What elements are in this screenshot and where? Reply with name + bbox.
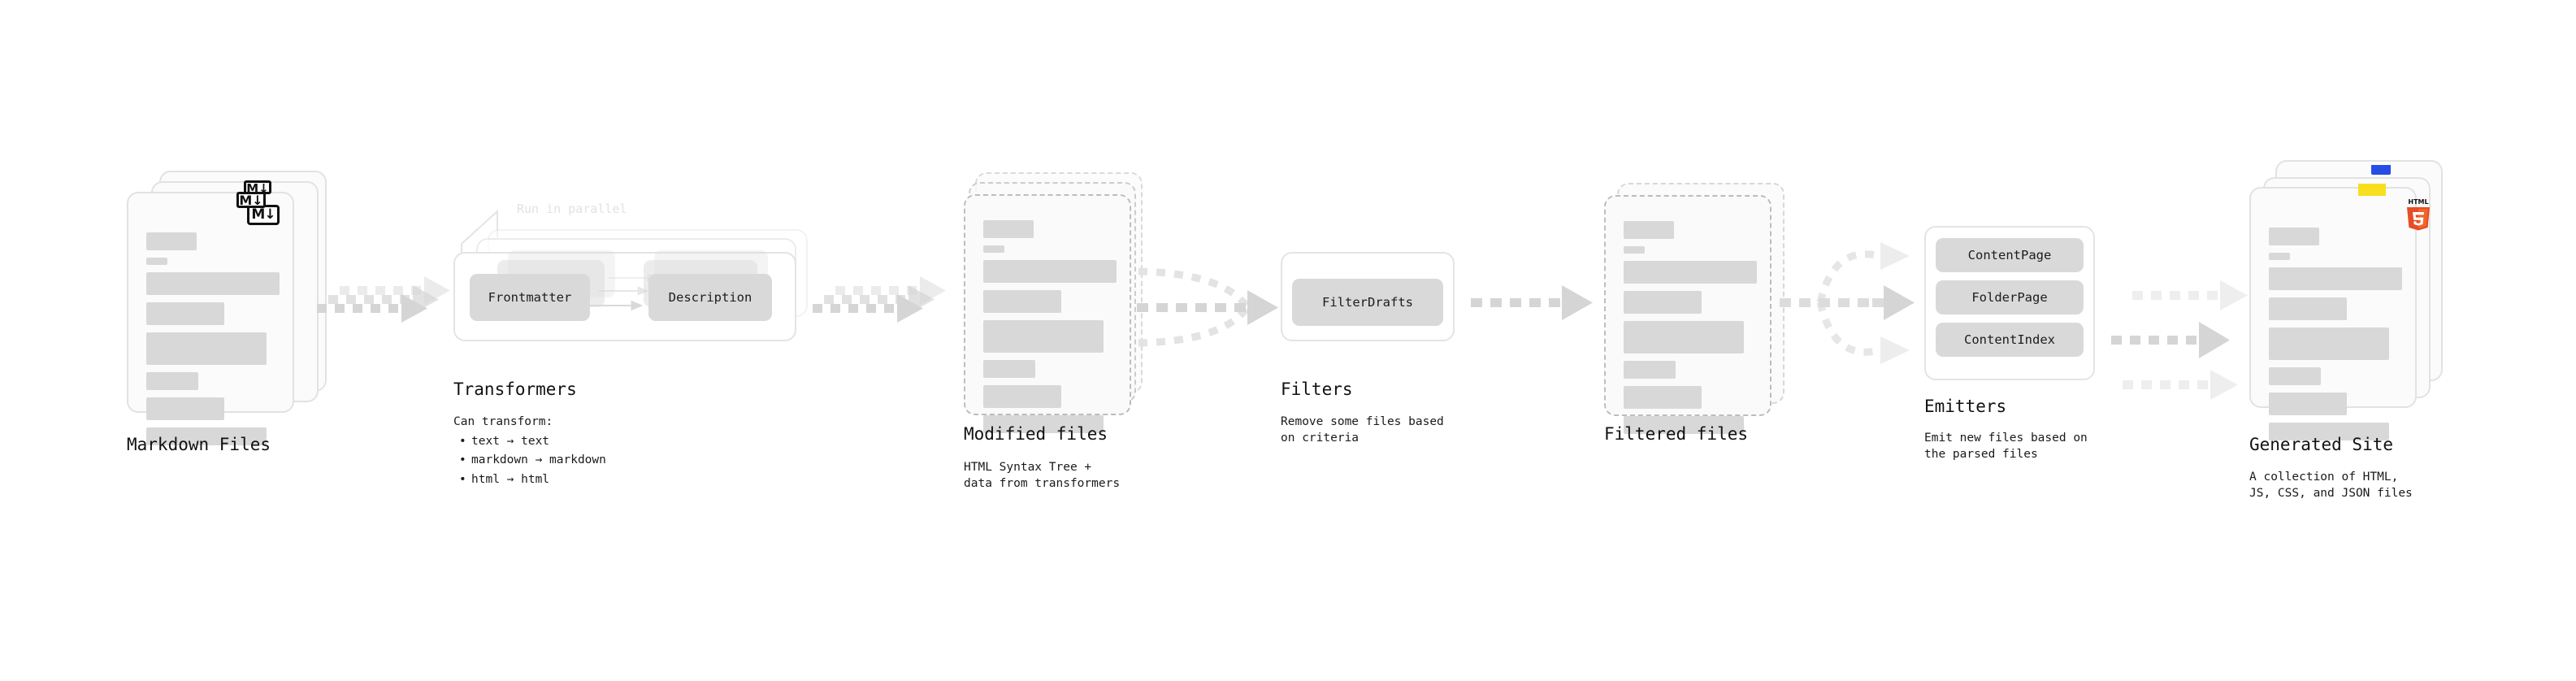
emitters-chip-contentpage-label: ContentPage xyxy=(1967,248,2052,262)
file-line xyxy=(983,385,1061,408)
stage-label-markdown-files: Markdown Files xyxy=(127,435,271,454)
file-line xyxy=(1624,361,1676,379)
connector-filters-to-filtered xyxy=(1471,285,1593,320)
svg-text:HTML: HTML xyxy=(2408,198,2428,206)
site-file-card-front: HTML xyxy=(2249,187,2430,440)
file-line xyxy=(2269,267,2402,290)
stage-label-filtered-files: Filtered files xyxy=(1604,424,1749,444)
emitters-chip-contentpage[interactable]: ContentPage xyxy=(1936,238,2084,272)
file-line xyxy=(146,232,197,250)
transformer-chip-frontmatter[interactable]: Frontmatter xyxy=(470,274,590,321)
connector-emitters-to-site xyxy=(2111,280,2248,400)
run-in-parallel-label: Run in parallel xyxy=(517,202,627,216)
markdown-file-card-front: M↓ xyxy=(127,192,294,445)
file-content-lines xyxy=(983,220,1117,440)
file-line xyxy=(2269,297,2347,320)
connector-md-to-transformers xyxy=(317,276,450,323)
connector-transformers-to-modified xyxy=(813,276,946,323)
file-line xyxy=(1624,246,1645,254)
file-line xyxy=(983,320,1104,353)
file-line xyxy=(983,260,1117,283)
css3-badge xyxy=(2371,165,2391,175)
emitters-chip-contentindex-label: ContentIndex xyxy=(1964,332,2055,347)
file-line xyxy=(1624,386,1702,409)
transformer-chip-description-label: Description xyxy=(668,290,752,305)
stage-label-modified-files: Modified files xyxy=(964,424,1108,444)
stage-label-transformers: Transformers xyxy=(453,380,577,399)
transformer-chip-frontmatter-label: Frontmatter xyxy=(488,290,572,305)
modified-files-subtext: HTML Syntax Tree + data from transformer… xyxy=(964,461,1121,490)
file-line xyxy=(146,427,267,445)
list-item: •html → html xyxy=(459,472,550,486)
transformer-chip-description[interactable]: Description xyxy=(648,274,772,321)
file-line xyxy=(2269,228,2319,245)
file-line xyxy=(146,258,167,265)
file-line xyxy=(1624,221,1674,239)
file-content-lines xyxy=(146,232,280,453)
emitters-chip-contentindex[interactable]: ContentIndex xyxy=(1936,323,2084,357)
stage-label-emitters: Emitters xyxy=(1924,397,2007,416)
file-line xyxy=(1624,261,1757,284)
filters-chip-filterdrafts-label: FilterDrafts xyxy=(1322,295,1413,310)
file-line xyxy=(983,290,1061,313)
file-line xyxy=(1624,291,1702,314)
file-line xyxy=(2269,327,2389,360)
file-line xyxy=(146,372,198,390)
file-line xyxy=(983,360,1035,378)
file-line xyxy=(2269,423,2389,440)
filters-chip-filterdrafts[interactable]: FilterDrafts xyxy=(1292,279,1443,326)
stage-label-generated-site: Generated Site xyxy=(2249,435,2394,454)
filters-subtext: Remove some files based on criteria xyxy=(1281,415,1444,445)
file-line xyxy=(2269,367,2321,385)
connector-filtered-to-emitters xyxy=(1780,242,1915,364)
list-item: •markdown → markdown xyxy=(459,453,606,467)
list-item: •text → text xyxy=(459,435,550,448)
emitters-subtext: Emit new files based on the parsed files xyxy=(1924,432,2088,461)
file-line xyxy=(983,415,1104,433)
file-line xyxy=(1624,416,1744,434)
file-line xyxy=(1624,321,1744,354)
emitters-chip-folderpage-label: FolderPage xyxy=(1971,290,2048,305)
emitters-chip-folderpage[interactable]: FolderPage xyxy=(1936,280,2084,314)
file-line xyxy=(983,245,1004,253)
generated-site-subtext: A collection of HTML, JS, CSS, and JSON … xyxy=(2249,471,2413,500)
css3-icon xyxy=(2371,165,2391,175)
file-line xyxy=(146,272,280,295)
html5-icon: HTML xyxy=(2407,198,2430,231)
markdown-badge-mid: M↓ xyxy=(236,192,266,208)
file-content-lines xyxy=(1624,221,1757,441)
js-badge xyxy=(2358,184,2386,196)
file-line xyxy=(146,332,267,365)
file-line xyxy=(146,302,224,325)
js-icon xyxy=(2358,184,2386,196)
connector-modified-to-filters xyxy=(1137,267,1278,347)
stage-label-filters: Filters xyxy=(1281,380,1353,399)
file-line xyxy=(2269,253,2290,260)
transformers-bullet-list: •text → text •markdown → markdown •html … xyxy=(453,432,606,489)
transformers-subtext: Can transform: xyxy=(453,415,553,428)
file-line xyxy=(2269,393,2347,415)
file-line xyxy=(146,397,224,420)
file-content-lines xyxy=(2269,228,2402,448)
file-line xyxy=(983,220,1034,238)
filtered-file-card-front xyxy=(1604,195,1772,434)
modified-file-card-front xyxy=(964,194,1131,433)
